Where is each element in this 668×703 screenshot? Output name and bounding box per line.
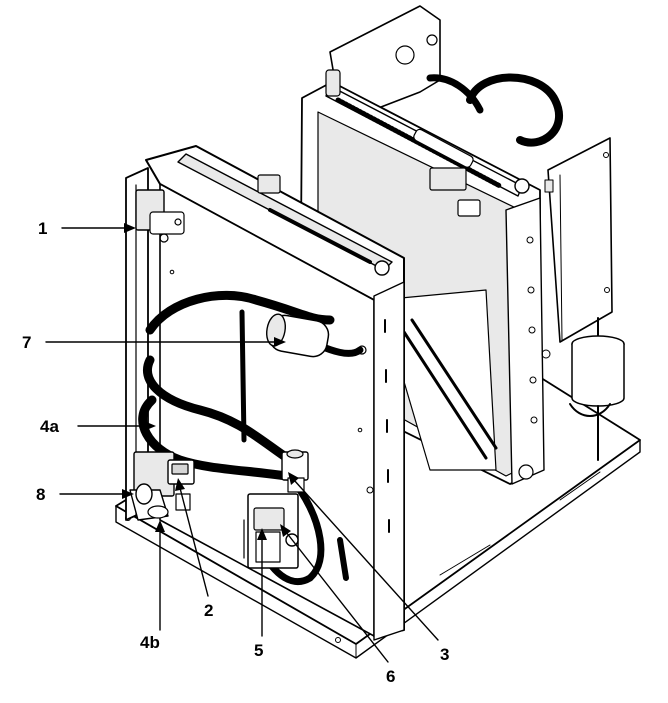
callout-5: 5: [254, 641, 263, 660]
callout-6: 6: [386, 667, 395, 686]
part-1-valve: [135, 189, 185, 243]
top-rail-grid: [335, 97, 503, 189]
callout-8: 8: [36, 485, 45, 504]
callout-4b: 4b: [140, 633, 160, 652]
callout-labels: 1 7 4a 8 4b 2 5 6 3: [22, 219, 449, 686]
rear-hose-loop: [426, 73, 564, 147]
leader-lines: [45, 223, 439, 663]
callout-4a: 4a: [40, 417, 59, 436]
right-cabinet: [544, 137, 613, 343]
callout-1: 1: [38, 219, 47, 238]
callout-7: 7: [22, 333, 31, 352]
callout-2: 2: [204, 601, 213, 620]
lower-valve-assembly: [129, 451, 195, 521]
side-rail-bolts: [526, 236, 551, 424]
callout-3: 3: [440, 645, 449, 664]
float-tank: [569, 317, 625, 461]
pillar-slots: [384, 319, 390, 533]
part-7-canister: [266, 313, 367, 358]
